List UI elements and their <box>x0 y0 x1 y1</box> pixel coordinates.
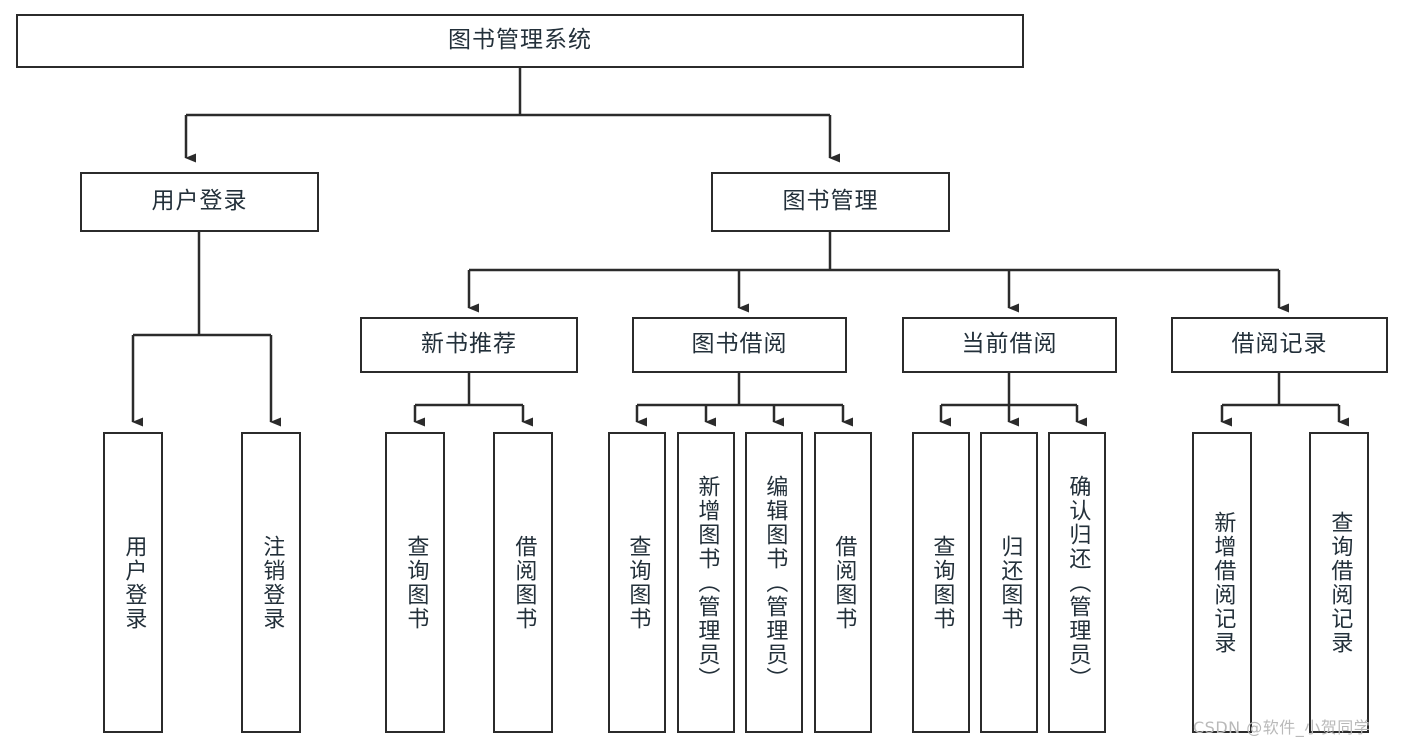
node-book-management-label: 图书管理 <box>782 188 879 215</box>
node-root-label: 图书管理系统 <box>448 27 592 54</box>
watermark: CSDN @软件_小贺同学 <box>1193 718 1371 737</box>
leaf-label: 借阅图书 <box>511 534 537 631</box>
leaf-book-borrow-borrow-book[interactable]: 借阅图书 <box>814 432 872 733</box>
leaf-book-borrow-add-book-admin[interactable]: 新增图书（管理员） <box>677 432 735 733</box>
leaf-borrow-record-add-record[interactable]: 新增借阅记录 <box>1192 432 1252 733</box>
leaf-new-book-borrow-book[interactable]: 借阅图书 <box>493 432 553 733</box>
leaf-current-borrow-query-book[interactable]: 查询图书 <box>912 432 970 733</box>
node-root-library-system[interactable]: 图书管理系统 <box>16 14 1024 68</box>
leaf-label: 确认归还（管理员） <box>1065 474 1091 691</box>
leaf-book-borrow-edit-book-admin[interactable]: 编辑图书（管理员） <box>745 432 803 733</box>
leaf-label: 查询借阅记录 <box>1327 510 1353 655</box>
node-current-borrow[interactable]: 当前借阅 <box>902 317 1117 373</box>
leaf-user-login-logout[interactable]: 注销登录 <box>241 432 301 733</box>
node-book-borrow-label: 图书借阅 <box>691 331 788 358</box>
node-borrow-record-label: 借阅记录 <box>1231 331 1328 358</box>
leaf-label: 新增借阅记录 <box>1210 510 1236 655</box>
leaf-label: 注销登录 <box>259 534 285 631</box>
node-new-book-recommend[interactable]: 新书推荐 <box>360 317 578 373</box>
leaf-book-borrow-query-book[interactable]: 查询图书 <box>608 432 666 733</box>
node-borrow-record[interactable]: 借阅记录 <box>1171 317 1388 373</box>
leaf-user-login-login[interactable]: 用户登录 <box>103 432 163 733</box>
leaf-current-borrow-confirm-return-admin[interactable]: 确认归还（管理员） <box>1048 432 1106 733</box>
node-book-borrow[interactable]: 图书借阅 <box>632 317 847 373</box>
leaf-new-book-query-book[interactable]: 查询图书 <box>385 432 445 733</box>
node-new-book-recommend-label: 新书推荐 <box>421 331 517 358</box>
node-user-login-label: 用户登录 <box>151 188 248 215</box>
leaf-label: 查询图书 <box>403 534 429 631</box>
leaf-label: 借阅图书 <box>831 534 857 631</box>
node-current-borrow-label: 当前借阅 <box>961 331 1058 358</box>
leaf-label: 编辑图书（管理员） <box>762 474 788 691</box>
leaf-label: 查询图书 <box>929 534 955 631</box>
leaf-current-borrow-return-book[interactable]: 归还图书 <box>980 432 1038 733</box>
leaf-label: 归还图书 <box>997 534 1023 631</box>
leaf-borrow-record-query-record[interactable]: 查询借阅记录 <box>1309 432 1369 733</box>
node-book-management[interactable]: 图书管理 <box>711 172 950 232</box>
leaf-label: 新增图书（管理员） <box>694 474 720 691</box>
leaf-label: 查询图书 <box>625 534 651 631</box>
leaf-label: 用户登录 <box>121 534 147 631</box>
node-user-login[interactable]: 用户登录 <box>80 172 319 232</box>
